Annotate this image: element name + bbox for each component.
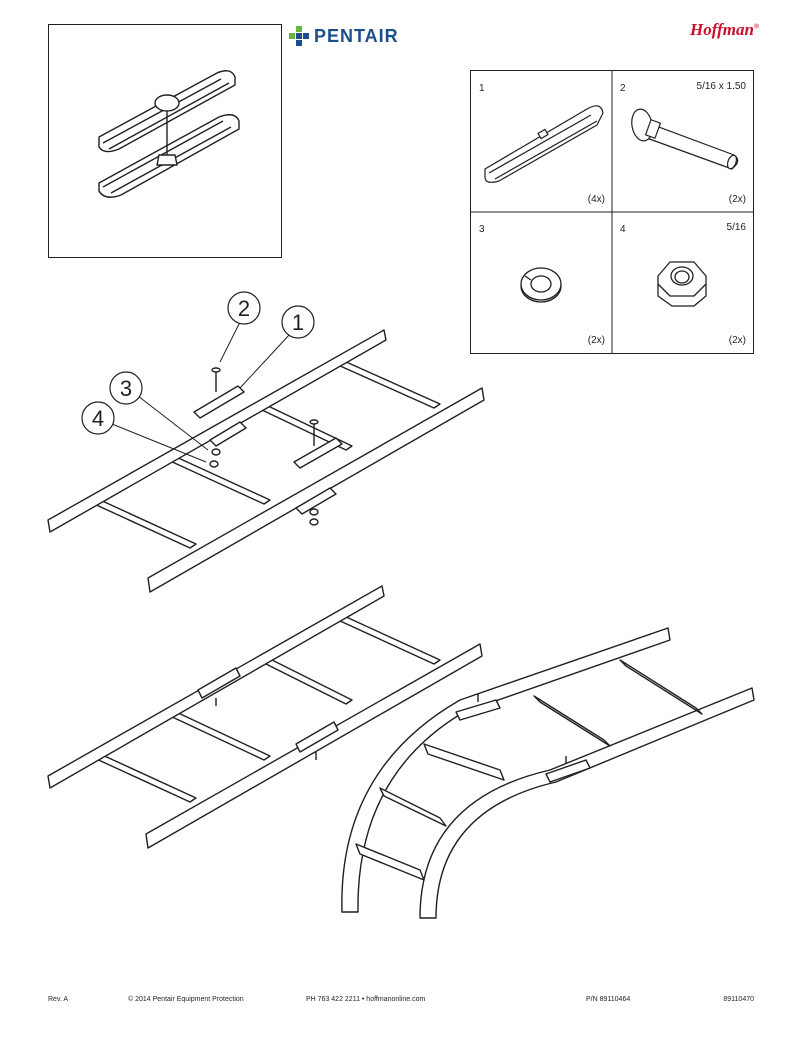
part-qty: (4x) <box>587 194 605 205</box>
svg-text:3: 3 <box>120 376 132 401</box>
footer-copyright: © 2014 Pentair Equipment Protection <box>128 996 244 1003</box>
callout-2: 2 <box>227 291 261 325</box>
pentair-logo: PENTAIR <box>288 24 399 48</box>
part-cell-3: 3 (2x) <box>471 212 613 354</box>
splice-assembly-illustration <box>98 70 240 198</box>
footer-contact: PH 763 422 2211 • hoffmanonline.com <box>306 996 426 1003</box>
part-number: 3 <box>479 224 485 235</box>
svg-text:4: 4 <box>92 406 104 431</box>
callout-bubbles: 2 1 3 4 <box>81 291 315 435</box>
pentair-wordmark: PENTAIR <box>314 25 399 46</box>
part-qty: (2x) <box>728 335 746 346</box>
pentair-mark-icon <box>289 26 309 46</box>
parts-list-grid: 1 (4x) 2 5/16 x 1.50 (2x) 3 <box>470 70 754 354</box>
hoffman-logo: Hoffman® <box>690 20 759 40</box>
footer-revision: Rev. A <box>48 996 69 1003</box>
page-footer: Rev. A © 2014 Pentair Equipment Protecti… <box>48 996 754 1010</box>
svg-text:1: 1 <box>292 310 304 335</box>
part-qty: (2x) <box>587 335 605 346</box>
callout-3: 3 <box>109 371 143 405</box>
svg-text:2: 2 <box>238 296 250 321</box>
ladder-assembled <box>47 585 483 849</box>
footer-part-number: P/N 89110464 <box>586 996 631 1003</box>
part-spec: 5/16 x 1.50 <box>696 81 746 92</box>
part-cell-4: 4 5/16 (2x) <box>612 212 754 354</box>
hero-inset-box <box>48 24 282 258</box>
hoffman-wordmark: Hoffman <box>690 20 754 39</box>
hex-nut-icon <box>657 261 707 307</box>
ladder-exploded <box>47 329 485 593</box>
part-number: 4 <box>620 224 626 235</box>
callout-1: 1 <box>281 305 315 339</box>
ladder-curved-section <box>341 627 755 919</box>
carriage-bolt-icon <box>631 108 739 170</box>
part-cell-1: 1 (4x) <box>471 71 613 213</box>
registered-mark: ® <box>753 22 760 31</box>
part-number: 2 <box>620 83 626 94</box>
part-cell-2: 2 5/16 x 1.50 (2x) <box>612 71 754 213</box>
grid-dividers <box>471 71 753 353</box>
lock-washer-icon <box>520 267 562 303</box>
part-number: 1 <box>479 83 485 94</box>
footer-doc-number: 89110470 <box>723 996 754 1003</box>
splice-bar-icon <box>484 105 604 183</box>
part-spec: 5/16 <box>726 222 746 233</box>
callout-4: 4 <box>81 401 115 435</box>
part-qty: (2x) <box>728 194 746 205</box>
